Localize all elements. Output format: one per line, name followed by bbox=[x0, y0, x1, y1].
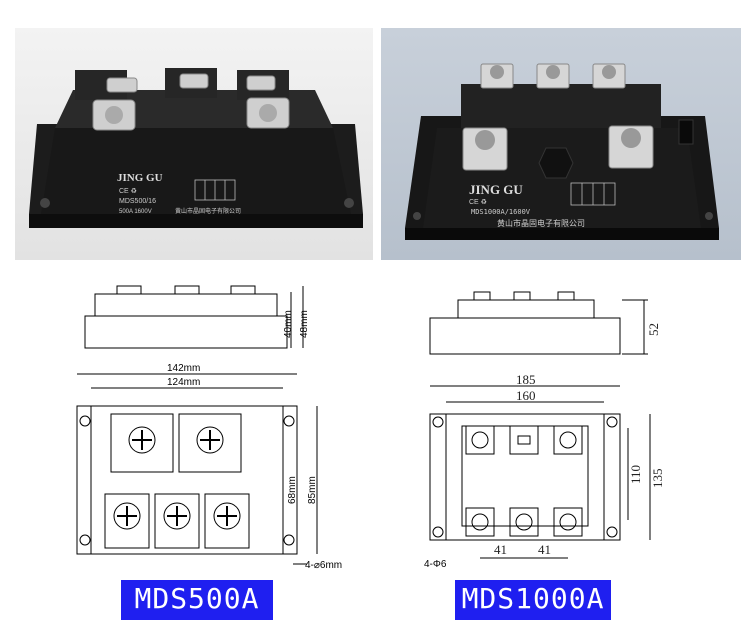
dim-135: 135 bbox=[650, 469, 665, 489]
photo-a-rating: 500A 1600V bbox=[119, 209, 152, 215]
photo-a-brand: JING GU bbox=[117, 172, 163, 184]
dim-holes-a: 4-⌀6mm bbox=[305, 560, 342, 571]
photo-b-brand: JING GU bbox=[469, 182, 523, 197]
dim-41-a: 41 bbox=[494, 542, 507, 557]
dim-41-b: 41 bbox=[538, 542, 551, 557]
photo-b-company: 黄山市晶固电子有限公司 bbox=[497, 218, 585, 228]
photo-b-model: MDS1000A/1600V bbox=[471, 208, 531, 216]
circuit-symbol-icon bbox=[570, 182, 616, 206]
photo-a-marks: CE ♻ bbox=[119, 188, 137, 195]
circuit-symbol-icon bbox=[194, 179, 236, 201]
dim-110: 110 bbox=[628, 465, 643, 484]
model-label-mds500a: MDS500A bbox=[121, 580, 273, 620]
dim-holes-b: 4-Φ6 bbox=[424, 559, 447, 570]
dim-142mm: 142mm bbox=[167, 363, 200, 374]
dim-85mm: 85mm bbox=[307, 476, 318, 504]
dim-160: 160 bbox=[516, 388, 536, 403]
photo-a-company: 黄山市晶固电子有限公司 bbox=[175, 207, 241, 215]
dim-48mm: 48mm bbox=[299, 310, 310, 338]
photo-a-model: MDS500/16 bbox=[119, 198, 156, 205]
dim-52: 52 bbox=[646, 323, 661, 336]
product-photo-mds1000: JING GU CE ♻ MDS1000A/1600V 黄山市晶固电子有限公司 bbox=[381, 28, 741, 260]
drawing-mds500a: 40mm 48mm 142mm 124mm 68mm 85mm 4-⌀6mm bbox=[55, 276, 375, 578]
dim-40mm: 40mm bbox=[283, 310, 294, 338]
dim-185: 185 bbox=[516, 372, 536, 387]
drawing-mds1000a: 52 185 160 110 135 4-Φ6 41 41 bbox=[418, 280, 668, 580]
photo-b-marks: CE ♻ bbox=[469, 199, 487, 206]
model-label-mds1000a: MDS1000A bbox=[455, 580, 611, 620]
dim-124mm: 124mm bbox=[167, 377, 200, 388]
dim-68mm: 68mm bbox=[287, 476, 298, 504]
product-photo-mds500: JING GU CE ♻ MDS500/16 500A 1600V 黄山市晶固电… bbox=[15, 28, 373, 260]
